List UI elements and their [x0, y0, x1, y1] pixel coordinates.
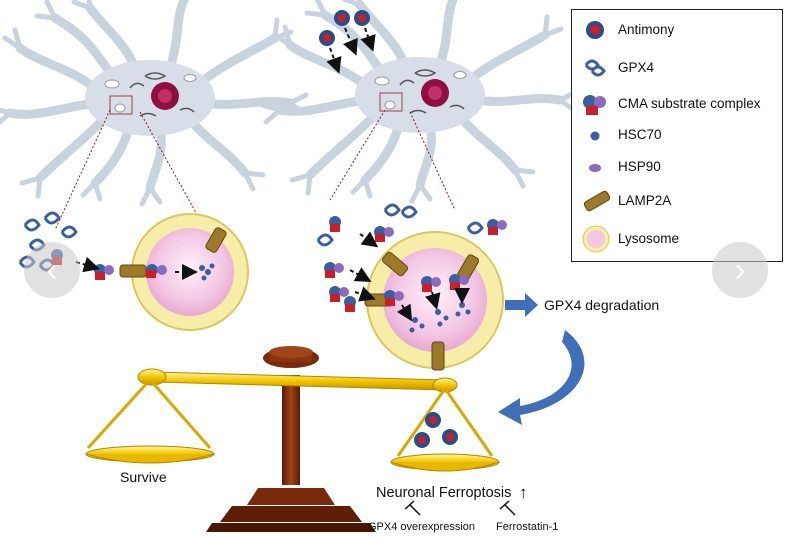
scale: [85, 346, 500, 532]
hsc70-icon: [590, 131, 600, 141]
label-gpx4-degradation: GPX4 degradation: [544, 297, 659, 313]
neuron-left: [0, 0, 306, 204]
inhibit-symbols: [404, 500, 516, 516]
gpx4-cluster-right: [316, 203, 484, 247]
lysosome-left: [119, 213, 249, 331]
legend-label-cma: CMA substrate complex: [618, 96, 761, 111]
legend-label-antimony: Antimony: [618, 22, 675, 37]
degradation-arrow: [505, 293, 538, 317]
legend: Antimony GPX4 CMA substrate complex HSC7…: [571, 9, 783, 262]
ferroptosis-up-arrow: ↑: [519, 483, 528, 502]
neuron-right: [262, 0, 576, 201]
zoom-lines-right: [329, 109, 456, 211]
antimony-icon: [586, 21, 604, 39]
hsp90-icon: [589, 164, 601, 172]
lysosome-right: [364, 231, 504, 371]
prev-slide-button[interactable]: ‹: [24, 242, 80, 298]
chevron-right-icon: ›: [734, 251, 746, 289]
curved-arrow: [498, 330, 585, 425]
antimony-on-scale: [414, 412, 458, 448]
cma-complex-icon: [583, 95, 606, 115]
label-ferroptosis: Neuronal Ferroptosis: [376, 485, 511, 501]
next-slide-button[interactable]: ›: [712, 242, 768, 298]
lamp2a-icon: [583, 190, 611, 212]
zoom-lines-left: [54, 109, 201, 231]
label-survive: Survive: [120, 469, 167, 485]
label-ferrostatin: Ferrostatin-1: [496, 521, 558, 533]
gpx4-icon: [584, 59, 606, 77]
legend-label-lamp2a: LAMP2A: [618, 193, 672, 208]
lysosome-icon: [582, 225, 610, 253]
label-gpx4-overexpression: GPX4 overexpression: [368, 521, 475, 533]
chevron-left-icon: ‹: [46, 251, 58, 289]
legend-label-lysosome: Lysosome: [618, 231, 680, 246]
legend-label-gpx4: GPX4: [618, 60, 655, 75]
legend-label-hsc70: HSC70: [618, 127, 662, 142]
cma-complex-right: [324, 216, 507, 312]
legend-label-hsp90: HSP90: [618, 159, 661, 174]
antimony-entering: [319, 10, 376, 74]
